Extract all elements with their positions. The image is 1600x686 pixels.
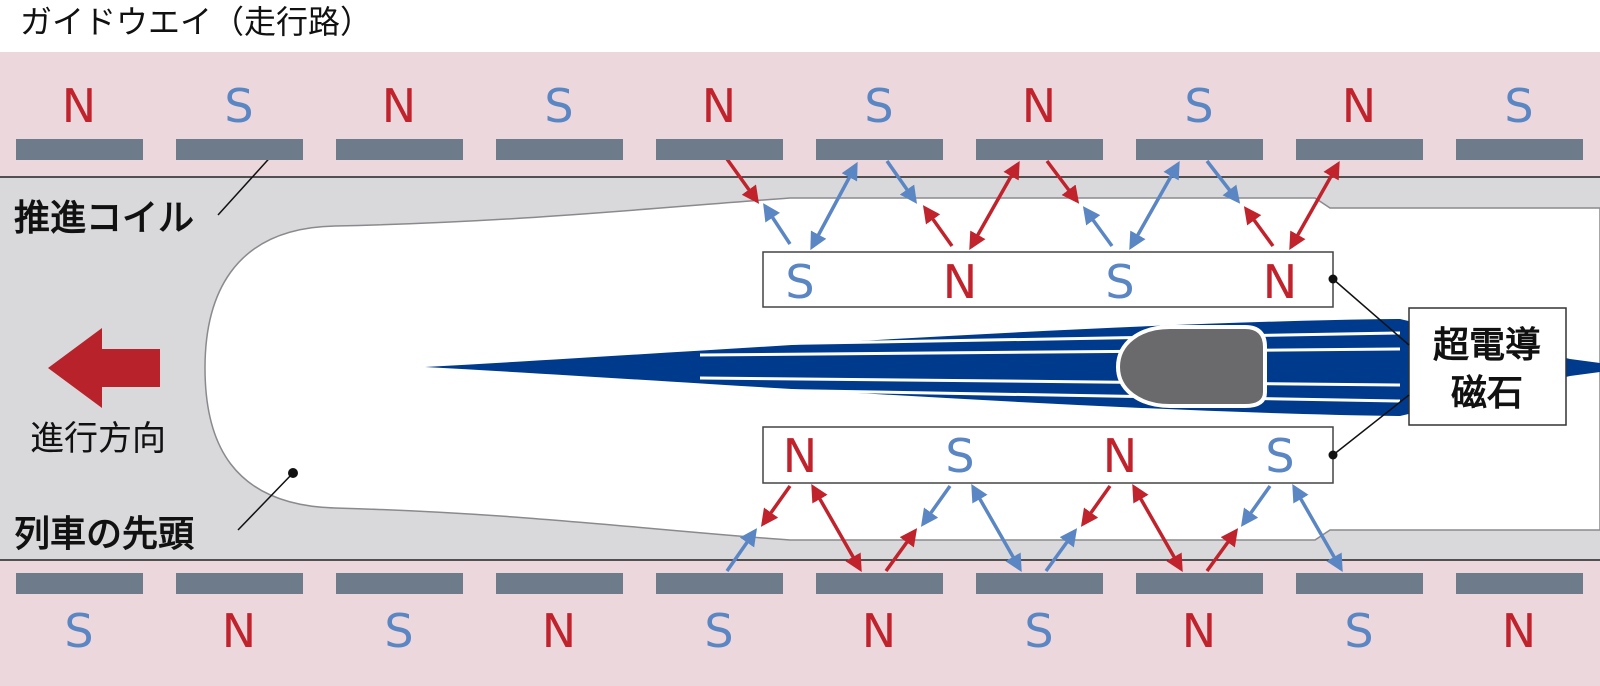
top-coil-pole-label: N	[1022, 79, 1056, 133]
bottom-coil-pole-label: N	[1182, 604, 1216, 658]
top-propulsion-coil	[176, 139, 303, 160]
top-coil-pole-label: S	[864, 79, 893, 133]
upper-magnet-pole-label: S	[785, 255, 814, 309]
top-propulsion-coil	[816, 139, 943, 160]
top-propulsion-coil	[656, 139, 783, 160]
top-propulsion-coil	[976, 139, 1103, 160]
top-coil-pole-label: N	[1342, 79, 1376, 133]
top-coil-pole-label: S	[224, 79, 253, 133]
lower-magnet-pole-label: S	[945, 429, 974, 483]
top-propulsion-coil	[16, 139, 143, 160]
bottom-propulsion-coil	[1456, 573, 1583, 594]
bottom-coil-pole-label: S	[704, 604, 733, 658]
top-propulsion-coil	[1456, 139, 1583, 160]
lower-magnet-pole-label: S	[1265, 429, 1294, 483]
bottom-coil-pole-label: S	[1344, 604, 1373, 658]
bottom-propulsion-coil	[496, 573, 623, 594]
bottom-propulsion-coil	[16, 573, 143, 594]
top-coil-pole-label: N	[382, 79, 416, 133]
guideway-title: ガイドウエイ（走行路）	[20, 3, 372, 41]
direction-arrow	[48, 328, 160, 408]
propulsion-coil-label: 推進コイル	[14, 198, 194, 239]
bottom-coil-pole-label: N	[222, 604, 256, 658]
bottom-propulsion-coil	[336, 573, 463, 594]
upper-magnet-pole-label: N	[943, 255, 977, 309]
top-coil-pole-label: S	[1184, 79, 1213, 133]
upper-magnet-pole-label: N	[1263, 255, 1297, 309]
direction-label: 進行方向	[30, 419, 166, 459]
lower-magnet-pole-label: N	[1103, 429, 1137, 483]
bottom-force-arrows	[725, 483, 1343, 573]
bottom-propulsion-coil	[176, 573, 303, 594]
lower-magnet-box	[762, 426, 1334, 484]
sc-magnet-label-box	[1408, 307, 1567, 426]
top-coil-pole-label: N	[702, 79, 736, 133]
top-force-arrows	[725, 157, 1340, 251]
bottom-coil-pole-label: N	[1502, 604, 1536, 658]
bottom-coil-pole-label: N	[542, 604, 576, 658]
sc-magnet-label-line1: 超電導	[1433, 325, 1541, 366]
train-nose-label: 列車の先頭	[14, 514, 195, 555]
bottom-propulsion-coil	[816, 573, 943, 594]
lower-magnet-pole-label: N	[783, 429, 817, 483]
bottom-coil-pole-label: S	[64, 604, 93, 658]
top-propulsion-coil	[336, 139, 463, 160]
top-coil-pole-label: S	[1504, 79, 1533, 133]
bottom-coil-pole-label: S	[1024, 604, 1053, 658]
top-propulsion-coil	[496, 139, 623, 160]
upper-magnet-pole-label: S	[1105, 255, 1134, 309]
bottom-coil-row	[16, 573, 1583, 594]
top-coil-pole-label: N	[62, 79, 96, 133]
top-coil-pole-label: S	[544, 79, 573, 133]
bottom-propulsion-coil	[656, 573, 783, 594]
bottom-propulsion-coil	[1136, 573, 1263, 594]
sc-magnet-label-line2: 磁石	[1451, 373, 1523, 414]
bottom-propulsion-coil	[976, 573, 1103, 594]
top-propulsion-coil	[1296, 139, 1423, 160]
top-coil-row	[16, 139, 1583, 160]
bottom-propulsion-coil	[1296, 573, 1423, 594]
top-propulsion-coil	[1136, 139, 1263, 160]
bottom-coil-pole-label: N	[862, 604, 896, 658]
magnet-core	[1115, 325, 1267, 408]
bottom-coil-pole-label: S	[384, 604, 413, 658]
upper-magnet-box	[762, 251, 1334, 308]
